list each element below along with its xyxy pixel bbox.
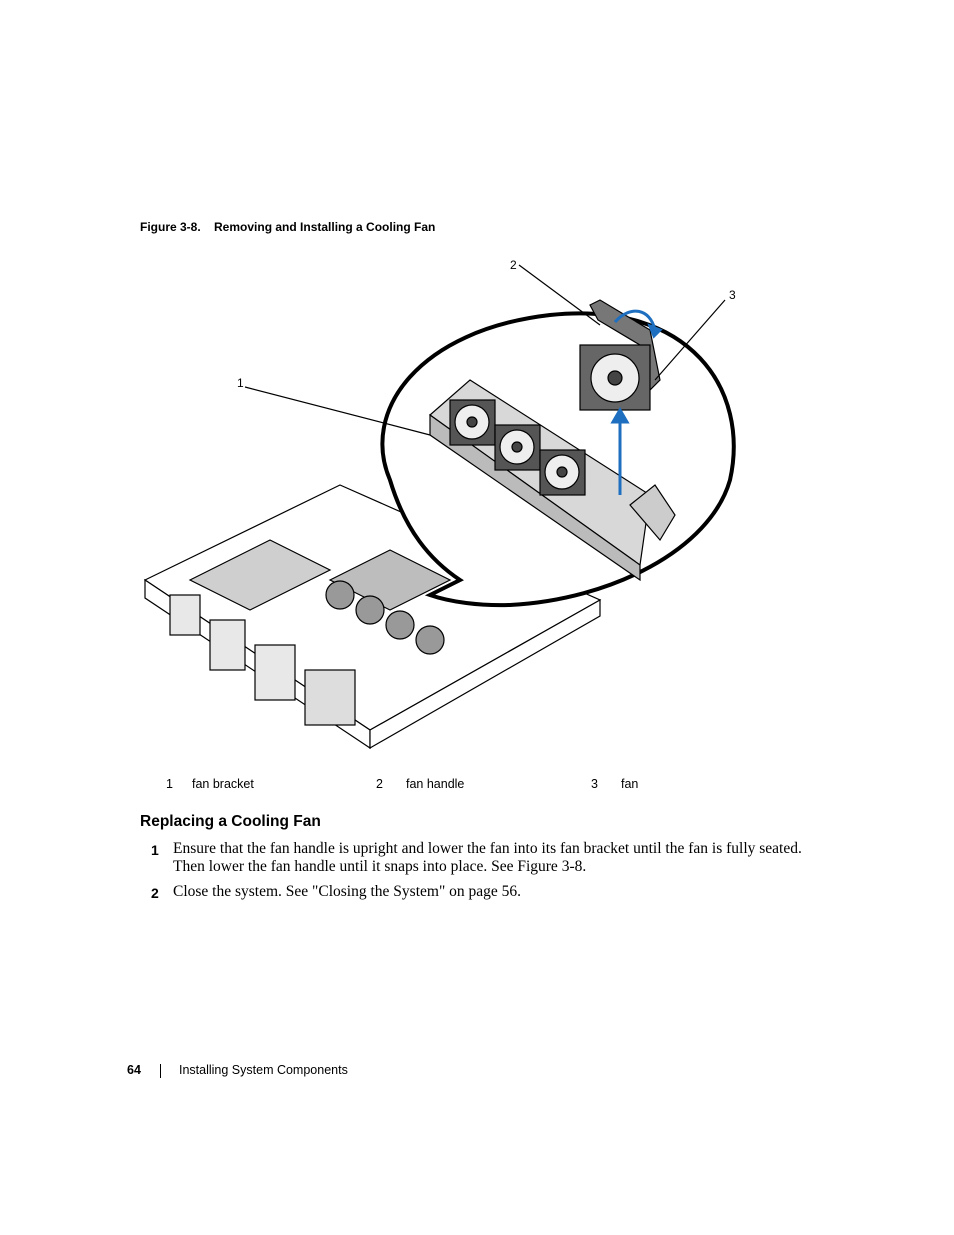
- legend-label-fan-bracket: fan bracket: [192, 777, 254, 791]
- callout-1: 1: [237, 376, 244, 390]
- legend-label-fan: fan: [621, 777, 639, 791]
- lifted-fan: [579, 299, 661, 411]
- section-heading: Replacing a Cooling Fan: [140, 813, 321, 830]
- footer-chapter-title: Installing System Components: [179, 1063, 348, 1077]
- legend-num-3: 3: [591, 777, 598, 791]
- cooling-fan-illustration: [143, 264, 736, 750]
- step-1-line-1: Ensure that the fan handle is upright an…: [173, 840, 802, 857]
- callout-3: 3: [729, 288, 736, 302]
- legend-num-1: 1: [166, 777, 173, 791]
- footer-divider: [160, 1064, 161, 1078]
- figure-caption: Figure 3-8. Removing and Installing a Co…: [140, 220, 436, 234]
- server-chassis: [143, 484, 602, 750]
- legend-num-2: 2: [376, 777, 383, 791]
- callout-lines: [244, 264, 726, 436]
- callout-2: 2: [510, 258, 517, 272]
- fan-bracket-detail: [429, 379, 676, 582]
- step-number-1: 1: [151, 842, 159, 858]
- step-1-line-2: Then lower the fan handle until it snaps…: [173, 858, 587, 875]
- legend-label-fan-handle: fan handle: [406, 777, 465, 791]
- footer-page-number: 64: [127, 1063, 141, 1077]
- step-number-2: 2: [151, 885, 159, 901]
- step-2-line-1: Close the system. See "Closing the Syste…: [173, 883, 522, 900]
- blue-arrows: [610, 309, 663, 495]
